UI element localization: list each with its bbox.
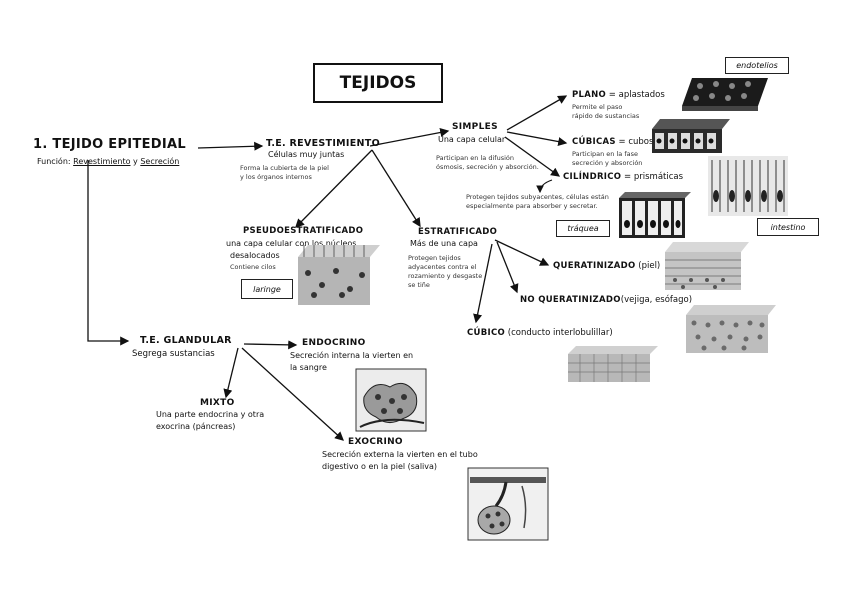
plano-desc-2: rápido de sustancias [572, 112, 640, 120]
cubicas-eq: = cubos [618, 137, 654, 147]
arrow-to-simples [369, 128, 450, 147]
arrow-to-cubicas [506, 131, 568, 147]
queratinizado-tissue-image [665, 242, 749, 290]
simples-heading: SIMPLES [452, 122, 498, 132]
endocrino-heading: ENDOCRINO [302, 338, 366, 348]
no-queratinizado-tissue-image [686, 305, 776, 353]
glandular-sub: Segrega sustancias [132, 349, 215, 359]
cubico-heading: CÚBICO [467, 328, 506, 338]
cubicas-line: CÚBICAS = cubos [572, 137, 654, 147]
cubicas-tissue-image [652, 119, 730, 153]
function-and: y [133, 157, 138, 166]
glandular-heading: T.E. GLANDULAR [140, 335, 232, 346]
revestimiento-sub: Células muy juntas [268, 150, 345, 159]
tag-intestino: intestino [757, 218, 819, 236]
cilindrico-desc-2: especialmente para absorber y secretar. [466, 202, 598, 210]
cubicas-desc-1: Participan en la fase [572, 150, 639, 158]
tag-laringe: laringe [241, 279, 293, 299]
revestimiento-desc-1: Forma la cubierta de la piel [240, 164, 329, 172]
cubicas-heading: CÚBICAS [572, 137, 616, 147]
cilindrico-line: CILÍNDRICO = prismáticas [563, 172, 684, 182]
function-label: Función: [37, 157, 71, 166]
cubico-tissue-image [568, 346, 658, 382]
tag-laringe-text: laringe [253, 284, 281, 294]
arrow-to-queratinizado [494, 239, 550, 266]
estratificado-sub: Más de una capa [410, 239, 478, 248]
simples-sub: Una capa celular [438, 135, 506, 144]
pseudo-heading: PSEUDOESTRATIFICADO [243, 226, 364, 236]
tag-endotelios-text: endotelios [736, 61, 778, 70]
cubico-note: (conducto interlobulillar) [507, 328, 613, 338]
estratificado-heading: ESTRATIFICADO [418, 227, 498, 237]
mixto-heading: MIXTO [200, 398, 235, 408]
endocrino-gland-image [355, 368, 427, 432]
cilindrico-desc-1: Protegen tejidos subyacentes, células es… [466, 193, 609, 201]
exocrino-desc-1: Secreción externa la vierten en el tubo [322, 450, 478, 459]
plano-heading: PLANO [572, 90, 607, 100]
no-queratinizado-line: NO QUERATINIZADO(vejiga, esófago) [520, 295, 693, 305]
exocrino-heading: EXOCRINO [348, 437, 403, 447]
endocrino-desc-2: la sangre [290, 363, 327, 372]
exocrino-desc-2: digestivo o en la piel (saliva) [322, 462, 438, 471]
simples-desc-1: Participan en la difusión [436, 154, 514, 162]
function-revestimiento: Revestimiento [73, 157, 131, 166]
estratificado-desc-4: se tiñe [408, 281, 430, 289]
arrow-to-endocrino [243, 340, 298, 350]
arrow-to-exocrino [241, 347, 344, 441]
pseudo-sub-1: una capa celular con los núcleos [226, 239, 357, 248]
tag-traquea: tráquea [556, 220, 610, 237]
plano-line: PLANO = aplastados [572, 90, 665, 100]
estratificado-desc-2: adyacentes contra el [408, 263, 477, 271]
cilindrico-eq: = prismáticas [624, 172, 684, 182]
arrow-to-estratificado [371, 149, 421, 228]
title-box: TEJIDOS [313, 63, 443, 103]
no-queratinizado-heading: NO QUERATINIZADO [520, 295, 621, 305]
estratificado-desc-1: Protegen tejidos [408, 254, 461, 262]
main-heading: 1. TEJIDO EPITEDIAL [33, 137, 186, 152]
arrow-to-no-queratinizado [496, 241, 519, 294]
revestimiento-desc-2: y los órganos internos [240, 173, 312, 181]
mixto-desc-2: exocrina (páncreas) [156, 422, 236, 431]
revestimiento-heading: T.E. REVESTIMIENTO [266, 138, 380, 149]
pseudo-desc: Contiene cilos [230, 263, 276, 271]
intestino-tissue-image [708, 156, 788, 216]
endocrino-desc-1: Secreción interna la vierten en [290, 351, 414, 360]
arrow-to-cilindrico [504, 136, 561, 177]
arrow-to-revestimiento [197, 141, 264, 151]
function-secrecion: Secreción [140, 157, 180, 166]
pseudo-sub-2: desalocados [230, 251, 280, 260]
arrow-to-glandular [87, 160, 130, 346]
tag-intestino-text: intestino [770, 222, 806, 232]
queratinizado-line: QUERATINIZADO (piel) [553, 261, 661, 271]
cilindrico-tissue-image [619, 192, 691, 238]
arrow-to-plano [506, 95, 568, 131]
tag-traquea-text: tráquea [567, 224, 599, 233]
cilindrico-heading: CILÍNDRICO [563, 172, 622, 182]
plano-tissue-image [682, 78, 768, 111]
queratinizado-note: (piel) [638, 261, 661, 271]
page-title: TEJIDOS [339, 73, 417, 93]
no-queratinizado-note: (vejiga, esófago) [620, 295, 693, 305]
function-line: Función: Revestimiento y Secreción [37, 157, 180, 167]
cubicas-desc-2: secreción y absorción [572, 159, 643, 167]
tag-endotelios: endotelios [725, 57, 789, 74]
queratinizado-heading: QUERATINIZADO [553, 261, 636, 271]
plano-eq: = aplastados [608, 90, 665, 100]
plano-desc-1: Permite el paso [572, 103, 623, 111]
arrow-to-cubico [473, 243, 493, 324]
cubico-line: CÚBICO (conducto interlobulillar) [467, 328, 613, 338]
arrow-to-mixto [223, 347, 239, 399]
simples-desc-2: ósmosis, secreción y absorción. [436, 163, 539, 171]
pseudo-tissue-image [298, 245, 380, 305]
arrow-to-pseudo [295, 149, 373, 228]
exocrino-gland-image [467, 467, 549, 541]
estratificado-desc-3: rozamiento y desgaste [408, 272, 483, 280]
mixto-desc-1: Una parte endocrina y otra [156, 410, 265, 419]
